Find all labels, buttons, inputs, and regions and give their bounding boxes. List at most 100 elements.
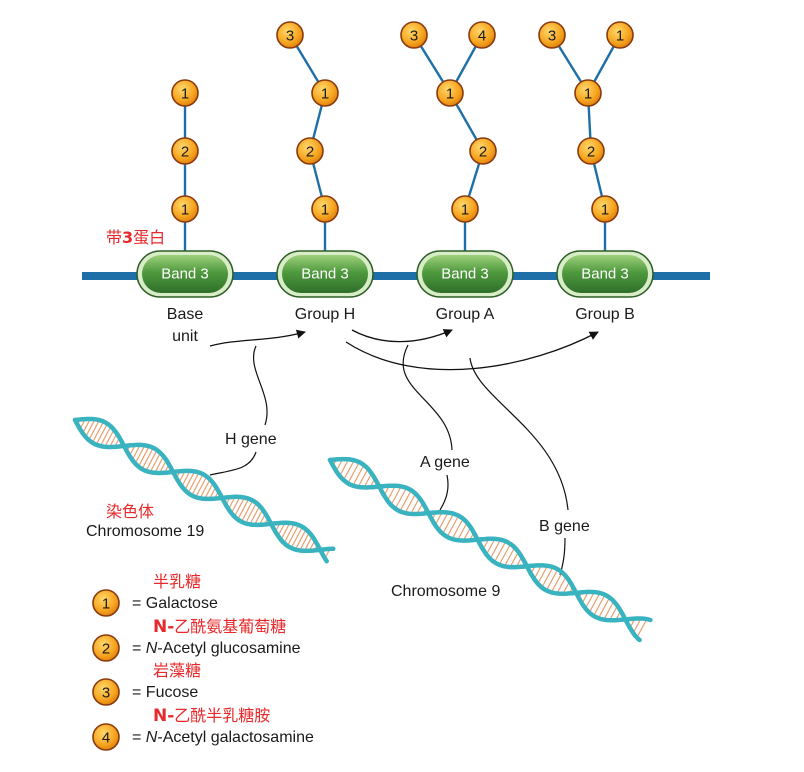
sugar-node: 2 bbox=[469, 137, 497, 165]
dna-strand bbox=[327, 456, 653, 623]
band3-protein: Band 3 bbox=[136, 250, 234, 298]
h-gene-label: H gene bbox=[225, 431, 277, 448]
legend-sugar-icon: 4 bbox=[92, 723, 120, 751]
sugar-legend: 1 半乳糖 = Galactose 2 N-乙酰氨基葡萄糖 = N-Acetyl gluc… bbox=[92, 572, 314, 751]
svg-text:3: 3 bbox=[410, 28, 418, 45]
svg-text:2: 2 bbox=[587, 144, 595, 161]
svg-text:1: 1 bbox=[584, 86, 592, 103]
chain-4: 1 2 1 3 1 bbox=[538, 21, 634, 258]
sugar-node: 2 bbox=[577, 137, 605, 165]
svg-text:1: 1 bbox=[446, 86, 454, 103]
b-gene-connector bbox=[469, 357, 569, 511]
svg-text:4: 4 bbox=[102, 730, 110, 747]
legend-item: 3 岩藻糖 = Fucose bbox=[92, 661, 201, 706]
band3-protein: Band 3 bbox=[276, 250, 374, 298]
sugar-node: 2 bbox=[296, 137, 324, 165]
dna-strand bbox=[72, 417, 336, 554]
dna-strand bbox=[72, 416, 329, 564]
dna-strand bbox=[327, 457, 642, 643]
sugar-node: 2 bbox=[171, 137, 199, 165]
chromosome-9-label: Chromosome 9 bbox=[391, 583, 500, 600]
svg-text:1: 1 bbox=[181, 202, 189, 219]
group-label: Base bbox=[167, 306, 204, 323]
h-gene-connector bbox=[253, 345, 268, 426]
a-gene-connector bbox=[402, 344, 453, 451]
svg-text:1: 1 bbox=[601, 202, 609, 219]
sugar-node: 1 bbox=[436, 79, 464, 107]
arrow-h-to-b bbox=[345, 331, 599, 371]
band3-label: Band 3 bbox=[441, 266, 489, 283]
band3-label: Band 3 bbox=[581, 266, 629, 283]
band3-protein: Band 3 bbox=[556, 250, 654, 298]
band3-label: Band 3 bbox=[301, 266, 349, 283]
sugar-node: 1 bbox=[311, 195, 339, 223]
group-label: Group A bbox=[436, 306, 495, 323]
arrow-base-to-h bbox=[209, 329, 306, 347]
legend-sugar-icon: 3 bbox=[92, 678, 120, 706]
svg-text:2: 2 bbox=[479, 144, 487, 161]
legend-cn-name: N-乙酰半乳糖胺 bbox=[153, 706, 270, 726]
legend-sugar-icon: 2 bbox=[92, 634, 120, 662]
svg-text:3: 3 bbox=[102, 685, 110, 702]
a-gene-connector-lower bbox=[439, 474, 449, 511]
sugar-node: 1 bbox=[451, 195, 479, 223]
legend-en-name: = N-Acetyl glucosamine bbox=[132, 640, 301, 657]
sugar-node: 1 bbox=[311, 79, 339, 107]
cell-membrane bbox=[82, 272, 710, 280]
sugar-node-branch: 3 bbox=[538, 21, 566, 49]
chromosome-19-label: Chromosome 19 bbox=[86, 523, 204, 540]
band3-label: Band 3 bbox=[161, 266, 209, 283]
sugar-node-branch: 1 bbox=[606, 21, 634, 49]
sugar-node-branch: 3 bbox=[400, 21, 428, 49]
chain-3: 1 2 1 3 4 bbox=[400, 21, 497, 258]
sugar-node: 3 bbox=[276, 21, 304, 49]
chromosome-19-label-cn: 染色体 bbox=[106, 502, 154, 521]
group-label: Group B bbox=[575, 306, 635, 323]
legend-item: 4 N-乙酰半乳糖胺 = N-Acetyl galactosamine bbox=[92, 706, 314, 751]
gene-connectors bbox=[209, 344, 569, 576]
chain-2: 1 2 1 3 bbox=[276, 21, 339, 258]
band3-proteins: Band 3 Band 3 Band 3 Band 3 bbox=[136, 250, 654, 298]
group-labels: Base unit Group H Group A Group B bbox=[167, 306, 635, 345]
legend-en-name: = N-Acetyl galactosamine bbox=[132, 729, 314, 746]
svg-text:2: 2 bbox=[181, 144, 189, 161]
svg-text:1: 1 bbox=[321, 86, 329, 103]
chain-1: 1 2 1 bbox=[171, 79, 199, 258]
legend-sugar-icon: 1 bbox=[92, 589, 120, 617]
svg-text:1: 1 bbox=[321, 202, 329, 219]
svg-text:1: 1 bbox=[461, 202, 469, 219]
svg-text:2: 2 bbox=[306, 144, 314, 161]
svg-text:3: 3 bbox=[548, 28, 556, 45]
legend-item: 1 半乳糖 = Galactose bbox=[92, 572, 218, 617]
legend-en-name: = Fucose bbox=[132, 684, 198, 701]
protein-label-cn: 带3蛋白 bbox=[106, 228, 165, 247]
sugar-node: 1 bbox=[591, 195, 619, 223]
chromosome-19-helix bbox=[72, 416, 336, 564]
group-label: Group H bbox=[295, 306, 355, 323]
sugar-node: 1 bbox=[574, 79, 602, 107]
b-gene-label: B gene bbox=[539, 518, 590, 535]
legend-cn-name: 半乳糖 bbox=[153, 572, 201, 591]
svg-text:1: 1 bbox=[616, 28, 624, 45]
oligosaccharide-chains: 1 2 1 1 2 1 3 1 2 1 3 4 1 2 1 3 1 bbox=[171, 21, 634, 258]
legend-cn-name: N-乙酰氨基葡萄糖 bbox=[153, 617, 286, 637]
group-label-line2: unit bbox=[172, 328, 198, 345]
sugar-node: 1 bbox=[171, 195, 199, 223]
h-gene-connector-lower bbox=[209, 451, 257, 476]
arrow-h-to-a bbox=[351, 329, 453, 343]
sugar-node-branch: 4 bbox=[468, 21, 496, 49]
conversion-arrows bbox=[209, 329, 599, 371]
legend-item: 2 N-乙酰氨基葡萄糖 = N-Acetyl glucosamine bbox=[92, 617, 301, 662]
chromosome-9-helix bbox=[327, 456, 653, 643]
svg-text:2: 2 bbox=[102, 641, 110, 658]
legend-en-name: = Galactose bbox=[132, 595, 218, 612]
a-gene-label: A gene bbox=[420, 454, 470, 471]
svg-text:4: 4 bbox=[478, 28, 486, 45]
svg-text:1: 1 bbox=[102, 596, 110, 613]
svg-text:3: 3 bbox=[286, 28, 294, 45]
legend-cn-name: 岩藻糖 bbox=[153, 661, 201, 680]
band3-protein: Band 3 bbox=[416, 250, 514, 298]
sugar-node: 1 bbox=[171, 79, 199, 107]
svg-text:1: 1 bbox=[181, 86, 189, 103]
